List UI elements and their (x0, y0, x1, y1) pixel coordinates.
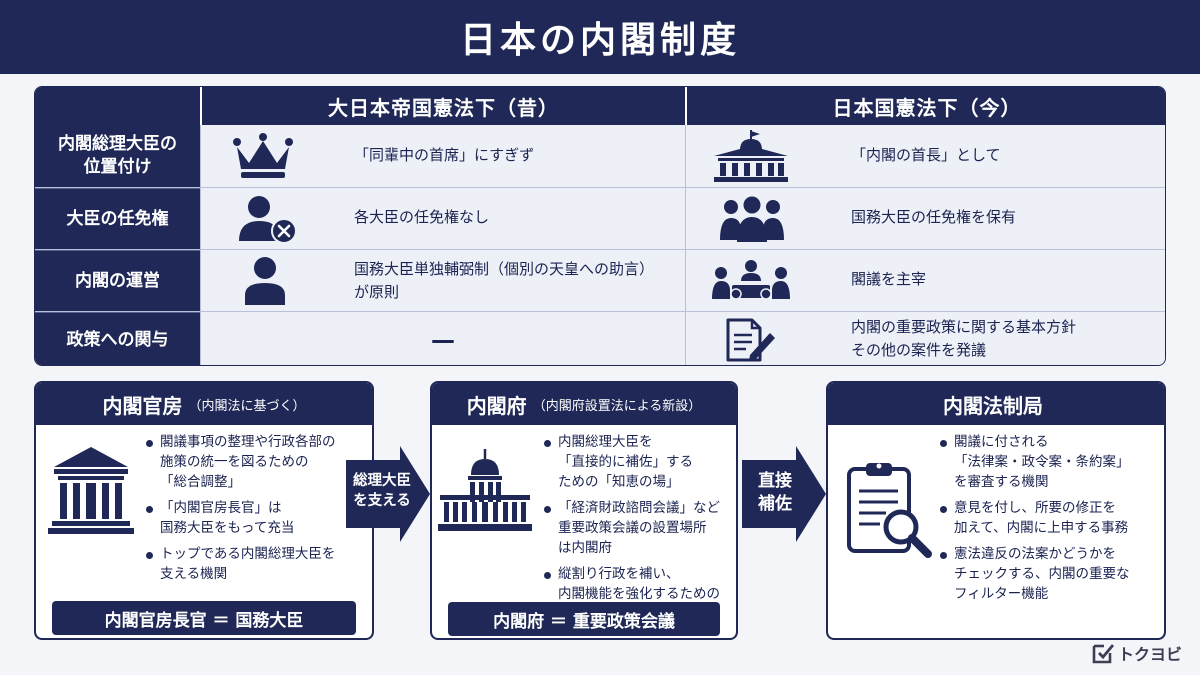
panel-subtitle: （内閣法に基づく） (188, 398, 306, 414)
list-item-text: 縦割り行政を補い、 内閣機能を強化するための 組織 (558, 565, 720, 622)
row-label-text: 内閣総理大臣の 位置付け (58, 134, 177, 177)
brand-logo: トクヨビ (1092, 641, 1182, 665)
list-item-text: トップである内閣総理大臣を 支える機関 (160, 545, 336, 582)
list-item: トップである内閣総理大臣を 支える機関 (146, 545, 371, 585)
panel-bullets: 閣議事項の整理や行政各部の 施策の統一を図るための 「総合調整」 「内閣官房長官… (146, 433, 371, 591)
list-item: 「経済財政諮問会議」など 重要政策会議の設置場所 は内閣府 (544, 499, 736, 559)
cell-new-text: 国務大臣の任免権を保有 (851, 208, 1017, 226)
cell-new: 閣議を主宰 (685, 250, 1165, 311)
list-item-text: 憲法違反の法案かどうかを チェックする、内閣の重要な フィルター機能 (954, 545, 1130, 602)
table-corner (35, 87, 200, 125)
list-item: 閣議に付される 「法律案・政令案・条約案」 を審査する機関 (940, 433, 1162, 493)
cell-old-text: 国務大臣単独輔弼制（個別の天皇への助言） が原則 (354, 260, 655, 301)
brand-logo-text: トクヨビ (1117, 645, 1182, 664)
row-label-text: 大臣の任免権 (66, 208, 169, 229)
capitol-icon (438, 449, 532, 531)
table-row: 政策への関与 — 内閣の重要政策に関する基本方針 その他の案件を発議 (35, 311, 1165, 365)
cell-new: 「内閣の首長」として (685, 125, 1165, 187)
panel-header: 内閣官房 （内閣法に基づく） (36, 383, 372, 425)
check-box-icon (1092, 644, 1114, 664)
column-header-old: 大日本帝国憲法下（昔） (200, 87, 685, 125)
cell-old: — (200, 312, 685, 365)
list-item: 意見を付し、所要の修正を 加えて、内閣に上申する事務 (940, 499, 1162, 539)
cell-old-text: 各大臣の任免権なし (354, 208, 490, 226)
row-label: 内閣総理大臣の 位置付け (35, 125, 200, 187)
panel-subtitle: （内閣府設置法による新設） (532, 398, 702, 414)
panel-header: 内閣法制局 (828, 383, 1164, 425)
panel-cabinet-secretariat: 内閣官房 （内閣法に基づく） 閣議事項の整理や行政各部の 施策の統一を図るための… (34, 381, 374, 640)
arrow-right-icon (346, 446, 430, 542)
panel-legislation-bureau: 内閣法制局 閣議に付される 「法律案・政令案・条約案」 を審査する機関 意見を付… (826, 381, 1166, 640)
arrow-right-icon (742, 446, 826, 542)
list-item-text: 「経済財政諮問会議」など 重要政策会議の設置場所 は内閣府 (558, 499, 720, 556)
cell-old: 各大臣の任免権なし (200, 188, 685, 249)
clipboard-search-icon (847, 463, 932, 558)
panel-footer: 内閣官房長官 ＝ 国務大臣 (52, 601, 356, 635)
list-item-text: 意見を付し、所要の修正を 加えて、内閣に上申する事務 (954, 499, 1129, 536)
table-row: 内閣の運営 国務大臣単独輔弼制（個別の天皇への助言） が原則 閣議を主宰 (35, 249, 1165, 311)
group-icon (720, 196, 784, 242)
row-label: 内閣の運営 (35, 250, 200, 311)
panel-bullets: 閣議に付される 「法律案・政令案・条約案」 を審査する機関 意見を付し、所要の修… (940, 433, 1162, 611)
meeting-icon (712, 259, 790, 300)
building-icon (48, 447, 134, 534)
list-item-text: 「内閣官房長官」は 国務大臣をもって充当 (160, 499, 295, 536)
cell-new: 国務大臣の任免権を保有 (685, 188, 1165, 249)
row-label-text: 内閣の運営 (75, 270, 160, 291)
arrow-label: 総理大臣 を支える (353, 473, 411, 509)
table-row: 内閣総理大臣の 位置付け 「同輩中の首席」にすぎず 「内閣の首長」として (35, 125, 1165, 187)
crown-icon (233, 133, 293, 178)
arrow-label: 直接 補佐 (758, 471, 792, 514)
user-remove-icon (239, 195, 297, 243)
cell-old: 国務大臣単独輔弼制（個別の天皇への助言） が原則 (200, 250, 685, 311)
panel-header: 内閣府 （内閣府設置法による新設） (432, 383, 736, 425)
table-row: 大臣の任免権 各大臣の任免権なし 国務大臣の任免権を保有 (35, 187, 1165, 249)
panel-title: 内閣法制局 (943, 393, 1043, 418)
row-label-text: 政策への関与 (66, 329, 169, 350)
panel-footer: 内閣府 ＝ 重要政策会議 (448, 602, 720, 636)
cell-new: 内閣の重要政策に関する基本方針 その他の案件を発議 (685, 312, 1165, 365)
comparison-table: 大日本帝国憲法下（昔） 日本国憲法下（今） 内閣総理大臣の 位置付け 「同輩中の… (34, 86, 1166, 366)
list-item: 「内閣官房長官」は 国務大臣をもって充当 (146, 499, 371, 539)
cell-new-text: 閣議を主宰 (851, 270, 927, 288)
list-item-text: 閣議に付される 「法律案・政令案・条約案」 を審査する機関 (954, 434, 1130, 490)
document-edit-icon (726, 318, 775, 361)
panel-title: 内閣官房 (102, 393, 183, 418)
column-header-new: 日本国憲法下（今） (685, 87, 1165, 125)
row-label: 政策への関与 (35, 312, 200, 365)
government-building-icon (714, 130, 788, 182)
cell-old-text: — (431, 325, 455, 354)
list-item-text: 内閣総理大臣を 「直接的に補佐」する ための「知恵の場」 (558, 434, 693, 490)
cell-old: 「同輩中の首席」にすぎず (200, 125, 685, 187)
person-icon (245, 256, 285, 305)
list-item: 憲法違反の法案かどうかを チェックする、内閣の重要な フィルター機能 (940, 545, 1162, 605)
table-header-row: 大日本帝国憲法下（昔） 日本国憲法下（今） (35, 87, 1165, 125)
list-item: 閣議事項の整理や行政各部の 施策の統一を図るための 「総合調整」 (146, 433, 371, 493)
panel-title: 内閣府 (466, 393, 527, 418)
cell-old-text: 「同輩中の首席」にすぎず (354, 146, 535, 164)
row-label: 大臣の任免権 (35, 188, 200, 249)
page-title: 日本の内閣制度 (0, 0, 1200, 74)
cell-new-text: 内閣の重要政策に関する基本方針 その他の案件を発議 (851, 318, 1077, 359)
cell-new-text: 「内閣の首長」として (851, 146, 1001, 164)
panel-cabinet-office: 内閣府 （内閣府設置法による新設） 内閣総理大臣を 「直接的に補佐」する ための… (430, 381, 738, 640)
list-item: 内閣総理大臣を 「直接的に補佐」する ための「知恵の場」 (544, 433, 736, 493)
panel-bullets: 内閣総理大臣を 「直接的に補佐」する ための「知恵の場」 「経済財政諮問会議」な… (544, 433, 736, 631)
list-item-text: 閣議事項の整理や行政各部の 施策の統一を図るための 「総合調整」 (160, 434, 336, 490)
list-item: 縦割り行政を補い、 内閣機能を強化するための 組織 (544, 565, 736, 625)
